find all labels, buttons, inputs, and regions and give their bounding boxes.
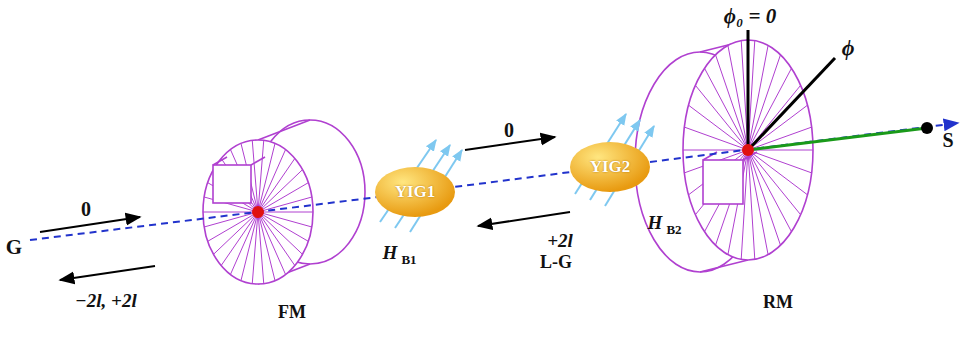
mirror-window — [213, 157, 227, 165]
mirror-spoke — [252, 140, 258, 212]
optical-axis — [650, 123, 958, 162]
phase-label: +2l — [547, 231, 573, 250]
mirror-spoke — [748, 55, 781, 150]
mirror-spoke — [258, 197, 312, 212]
mirror-edge — [700, 260, 748, 272]
beam-arrow — [478, 212, 570, 226]
field-label: H — [383, 243, 398, 262]
source-label: G — [6, 237, 22, 258]
mirror-spoke — [748, 150, 791, 232]
mirror-spoke — [695, 150, 748, 215]
phase-label: 0 — [504, 120, 514, 140]
phase-label: −2l, +2l — [75, 291, 136, 310]
optical-axis — [30, 197, 378, 240]
mirror-spoke — [748, 150, 801, 215]
mirror-spoke — [258, 212, 313, 213]
part-label: FM — [278, 303, 306, 321]
mirror-window — [703, 160, 743, 204]
mirror-spoke — [258, 144, 275, 212]
mirror-spoke — [258, 212, 302, 254]
center-dot — [742, 144, 754, 156]
mirror-spoke — [258, 183, 308, 212]
field-label: H — [648, 213, 663, 232]
rotating-mirror — [635, 40, 813, 272]
phase-label: 0 — [81, 199, 91, 219]
beam-arrow — [60, 266, 155, 280]
node-text: YIG2 — [590, 157, 631, 177]
center-dot — [252, 206, 264, 218]
angle-line — [748, 58, 835, 150]
field-subscript: B2 — [666, 223, 681, 236]
beam-label: L-G — [540, 253, 572, 271]
yig-sphere: YIG2 — [569, 141, 651, 193]
mirror-spoke — [689, 105, 748, 150]
angle-label: ϕ₀ = 0 — [724, 6, 776, 27]
reference-line — [747, 30, 750, 150]
mirror-spoke — [748, 150, 807, 195]
yig-sphere: YIG1 — [374, 166, 456, 218]
mirror-spoke — [748, 150, 755, 259]
mirror-edge — [258, 120, 310, 140]
angle-label: ϕ — [842, 37, 855, 59]
mirror-face — [203, 140, 313, 284]
mirror-spoke — [258, 212, 295, 266]
mirror-window — [251, 157, 265, 165]
mirror-spoke — [204, 212, 258, 227]
mirror-spoke — [258, 212, 264, 284]
sphere-fill — [570, 142, 650, 192]
mirror-spoke — [241, 212, 258, 280]
beam-arrow — [40, 217, 140, 232]
mirror-spoke — [695, 85, 748, 150]
mirror-spoke — [231, 212, 259, 274]
point-s — [921, 122, 933, 134]
mirror-spoke — [258, 212, 308, 241]
mirror-spoke — [748, 45, 768, 150]
mirror-spoke — [221, 212, 258, 266]
field-subscript: B1 — [401, 253, 416, 266]
part-label: RM — [763, 293, 793, 311]
mirror-window — [213, 165, 251, 203]
mirror-spoke — [705, 68, 748, 150]
node-text: YIG1 — [395, 182, 436, 202]
point-label: S — [942, 130, 953, 150]
optical-axis — [455, 172, 570, 187]
sphere-fill — [375, 167, 455, 217]
mirror-spoke — [258, 158, 295, 212]
arm — [748, 128, 927, 150]
